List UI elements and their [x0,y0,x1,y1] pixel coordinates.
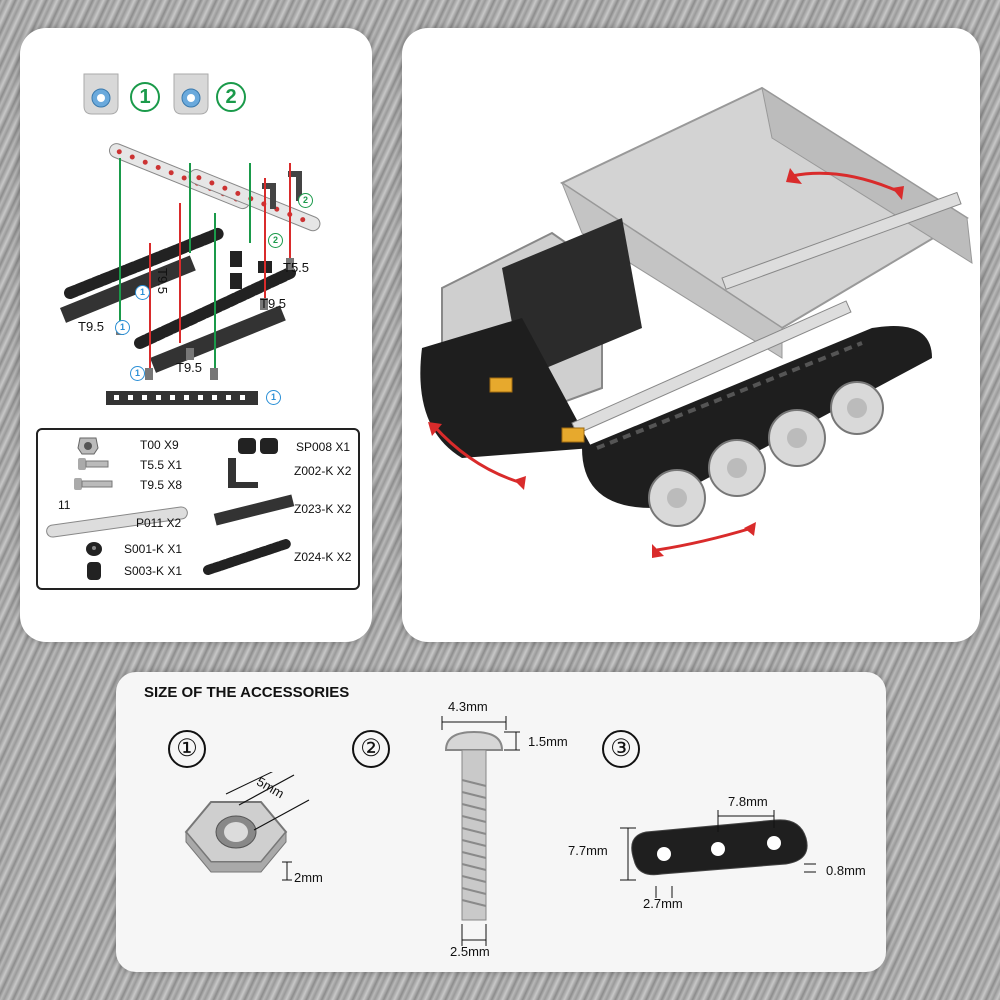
strip-p011-icon [46,506,188,538]
callout-step2-a: 2 [298,193,313,208]
accessory-num-2: ② [352,730,390,768]
vehicle-illustration-panel [402,28,980,642]
label-t95-vertical: T9.5 [155,268,170,295]
nut-thickness-bracket [282,861,292,881]
short-screw-icon [78,458,109,470]
rear-track [582,326,932,508]
chain-z024-icon [203,539,291,575]
part-t00: T00 X9 [140,438,179,452]
sp008-icon [238,438,278,454]
strip-hole-count: 11 [58,498,71,512]
tri-hole-plate-illustration [620,810,816,898]
step-two-badge: 2 [216,82,246,112]
long-screw-icon [74,478,113,490]
callout-step1-a: 1 [135,285,150,300]
screw-head-height-label: 1.5mm [528,734,568,749]
screw-head-height-bracket [504,731,520,751]
accessory-size-panel: SIZE OF THE ACCESSORIES ① ② ③ 5mm 2mm 4.… [116,672,886,972]
part-z024: Z024-K X2 [294,550,352,564]
motion-arrows [432,171,903,552]
part-s001: S001-K X1 [124,542,183,556]
strip-z023-icon [213,494,295,526]
result-strip-diagram [106,391,258,405]
part-t55: T5.5 X1 [140,458,183,472]
plate-width-label: 7.7mm [568,843,608,858]
assembly-step-panel: 1 2 [20,28,372,642]
label-t95-left: T9.5 [78,319,105,334]
callout-step1-c: 1 [130,366,145,381]
nut-width-dimension-line [238,774,310,831]
step-one-badge: 1 [130,82,160,112]
accessories-title: SIZE OF THE ACCESSORIES [144,684,350,701]
part-z002: Z002-K X2 [294,464,352,478]
exploded-assembly-diagram [60,143,321,380]
screw-shaft-label: 2.5mm [450,944,490,959]
nut-tool-icon-1 [83,73,119,115]
hex-nut-illustration [184,772,288,873]
part-z023: Z023-K X2 [294,502,352,516]
label-t95-right: T9.5 [260,296,287,311]
nut-icon [77,437,99,455]
front-swing-arrow [432,424,523,485]
label-t95-bottom: T9.5 [176,360,203,375]
plate-hole-spacing-label: 7.8mm [728,794,768,809]
spacer-s003-icon [87,562,101,580]
part-t95: T9.5 X8 [140,478,183,492]
plate-hole-label: 2.7mm [643,896,683,911]
nut-thickness-label: 2mm [294,870,323,885]
callout-step1-b: 1 [115,320,130,335]
callout-step2-b: 2 [268,233,283,248]
plate-thickness-label: 0.8mm [826,863,866,878]
track-drive-arrow [656,526,753,552]
part-sp008: SP008 X1 [296,440,351,454]
track-chain-back [64,227,226,299]
bed-tilt-arrow [791,171,903,195]
callout-result: 1 [266,390,281,405]
nut-tool-icon-2 [173,73,209,115]
accessory-num-3: ③ [602,730,640,768]
perforated-strip-upper [108,143,251,210]
accessory-num-1: ① [168,730,206,768]
tracked-dump-truck-illustration [420,86,973,558]
part-p011: P011 X2 [136,516,182,530]
parts-list-box: T00 X9 T5.5 X1 T9.5 X8 11 P011 X2 S001-K… [36,428,360,590]
label-t55: T5.5 [283,260,310,275]
screw-head-diameter-label: 4.3mm [448,699,488,714]
part-s003: S003-K X1 [124,564,183,578]
battery-box [502,218,642,378]
bracket-z002-icon [228,458,258,488]
screw-illustration [441,716,507,946]
spacer-s001-icon [86,542,102,556]
